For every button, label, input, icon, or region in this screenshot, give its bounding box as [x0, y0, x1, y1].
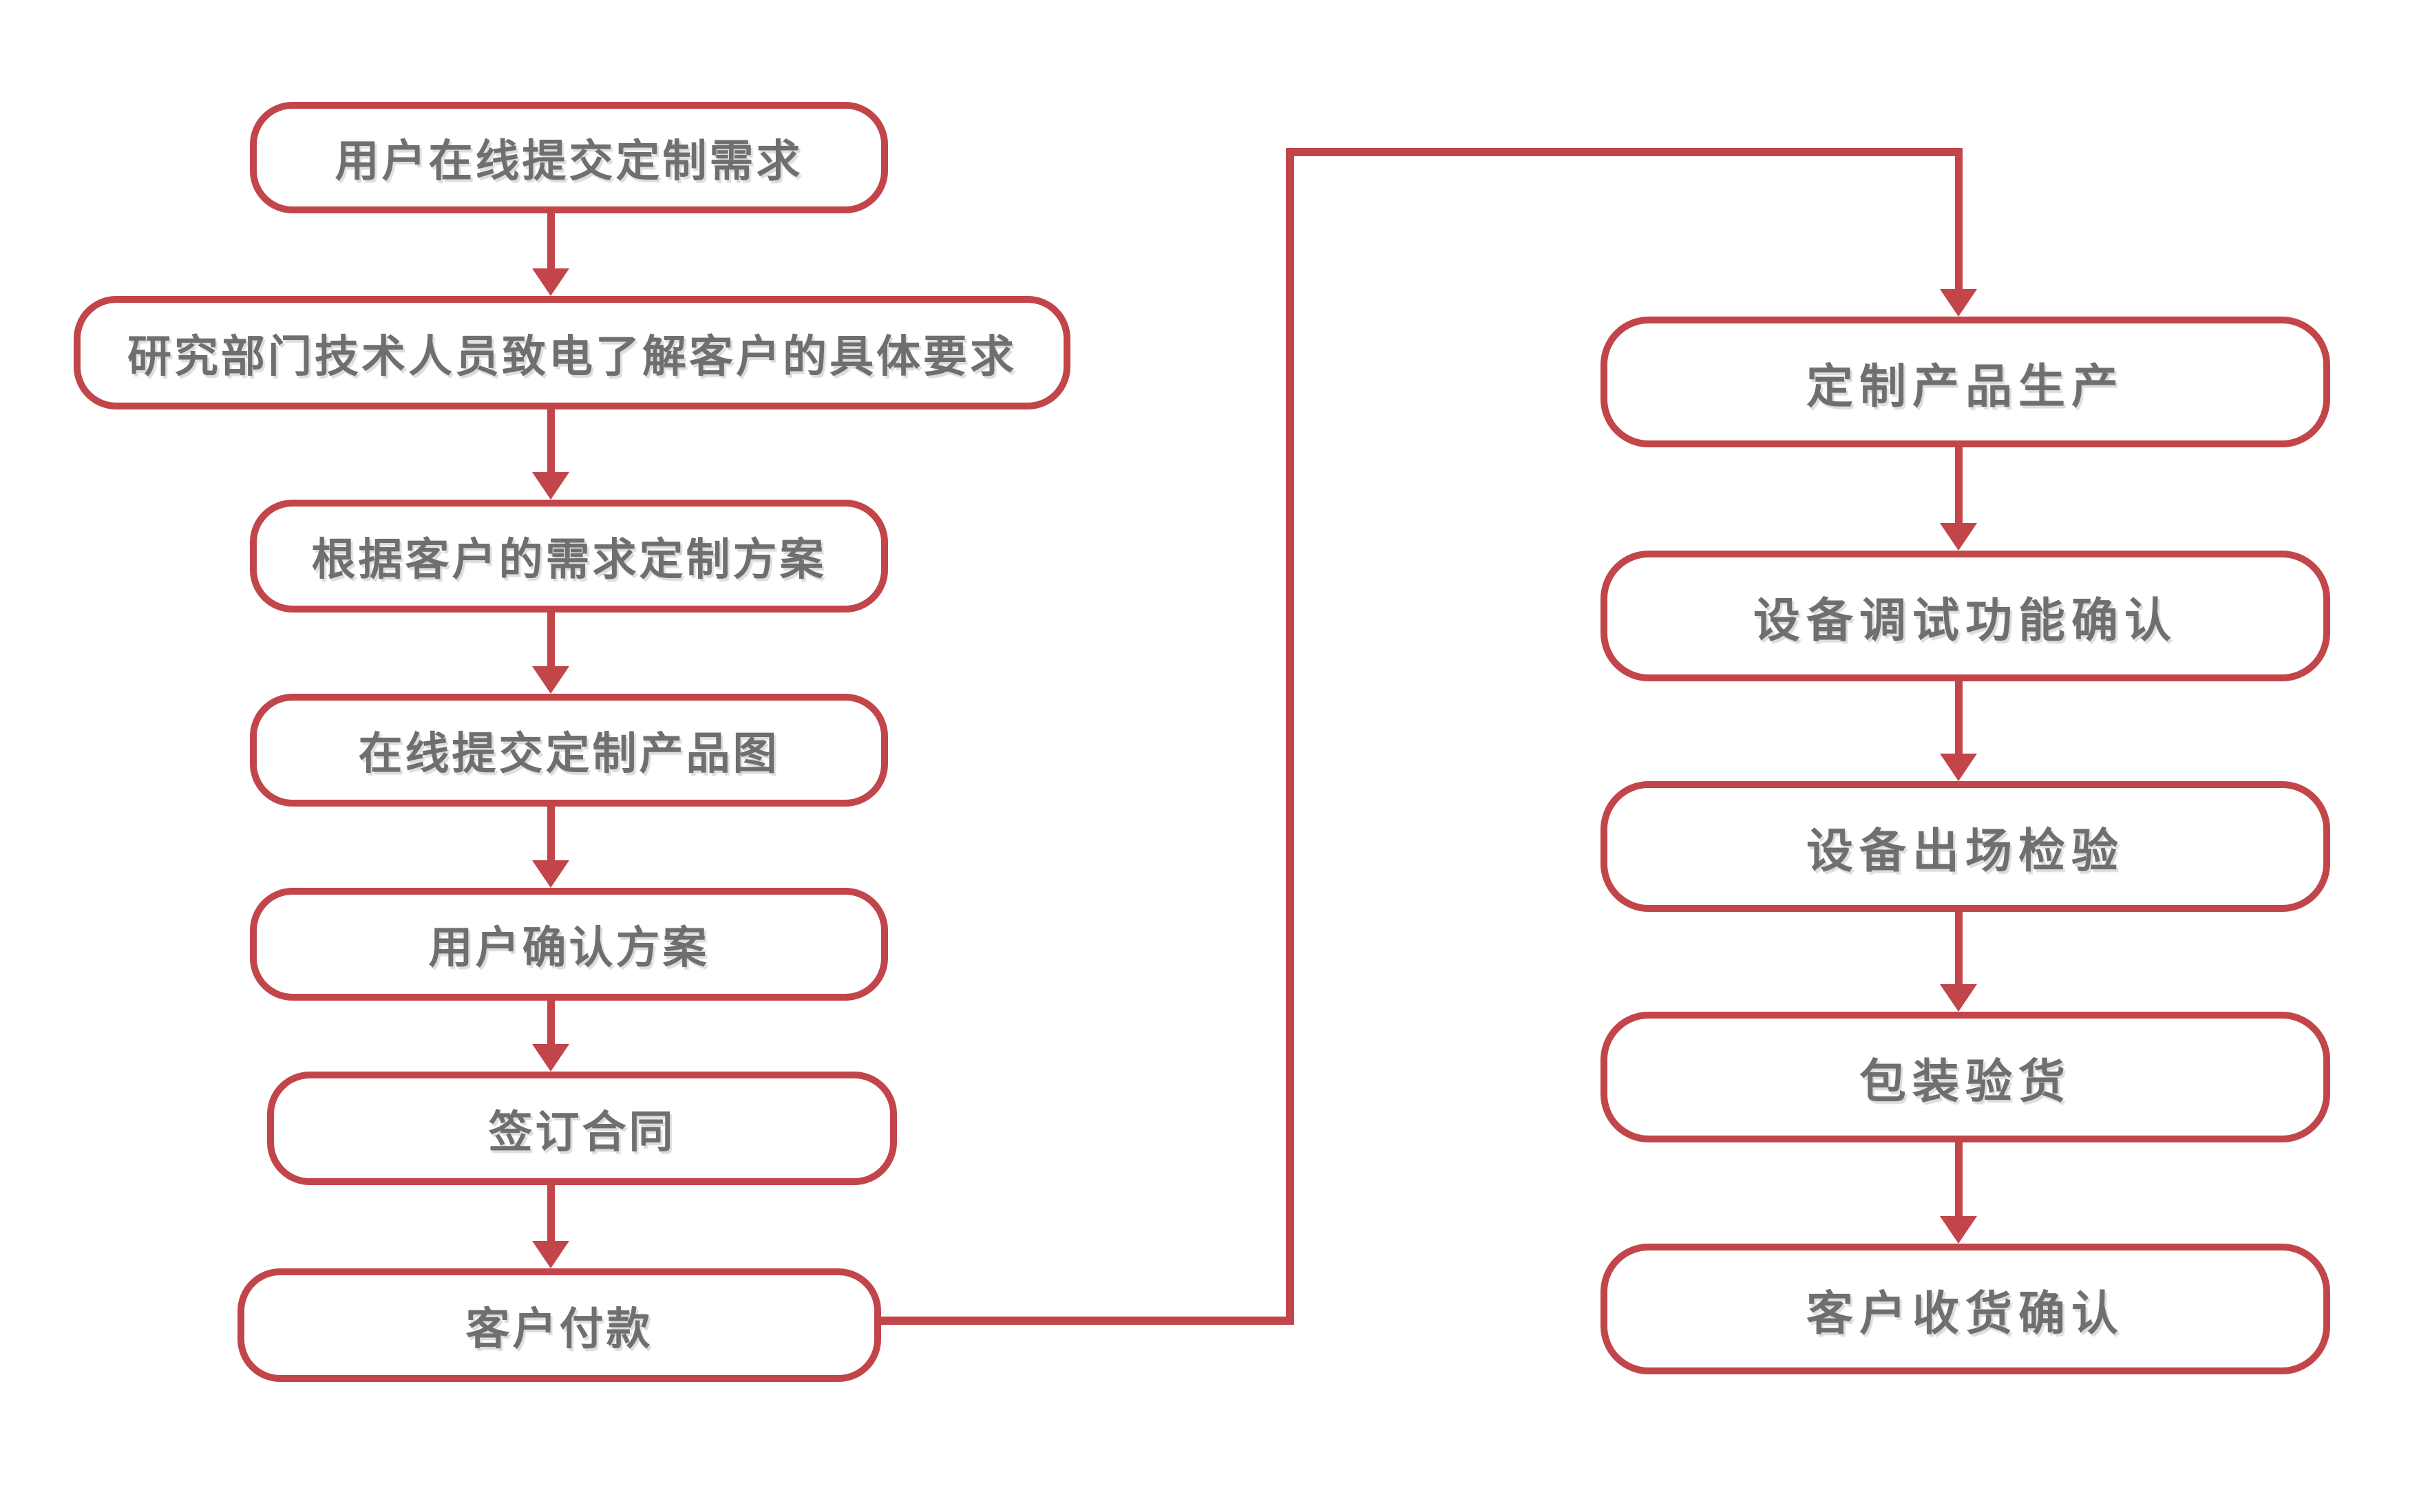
flow-node-packaging-inspection: 包装验货 — [1600, 1012, 2330, 1142]
flow-node-label: 签订合同 — [488, 1107, 676, 1157]
arrow-shaft — [1955, 1141, 1963, 1217]
flow-node-submit-drawing: 在线提交定制产品图 — [250, 694, 888, 807]
arrow-down-icon — [1940, 523, 1977, 551]
flow-node-sign-contract: 签订合同 — [267, 1072, 897, 1185]
arrow-shaft — [1955, 911, 1963, 986]
arrow-shaft — [547, 805, 555, 862]
connector-vertical-segment — [1286, 148, 1294, 1325]
flow-node-custom-plan: 根据客户的需求定制方案 — [250, 500, 888, 613]
flow-node-label: 设备调试功能确认 — [1753, 594, 2177, 647]
flow-node-submit-request: 用户在线提交定制需求 — [250, 102, 888, 213]
flow-node-label: 研究部门技术人员致电了解客户的具体要求 — [127, 331, 1017, 381]
flow-node-receipt-confirm: 客户收货确认 — [1600, 1244, 2330, 1374]
flow-node-label: 在线提交定制产品图 — [358, 729, 780, 778]
flow-node-label: 包装验货 — [1859, 1055, 2071, 1108]
arrow-down-icon — [1940, 289, 1977, 317]
arrow-shaft — [547, 611, 555, 668]
arrow-shaft — [547, 211, 555, 270]
flow-node-payment: 客户付款 — [237, 1268, 881, 1382]
flow-node-tech-call: 研究部门技术人员致电了解客户的具体要求 — [74, 296, 1070, 409]
flow-node-label: 客户收货确认 — [1806, 1287, 2124, 1340]
arrow-shaft — [547, 1184, 555, 1242]
flow-node-label: 根据客户的需求定制方案 — [311, 535, 827, 584]
flow-node-label: 用户在线提交定制需求 — [335, 136, 803, 186]
flow-node-label: 客户付款 — [465, 1303, 653, 1354]
arrow-down-icon — [1940, 984, 1977, 1012]
flow-node-label: 定制产品生产 — [1806, 360, 2124, 413]
arrow-shaft — [1955, 680, 1963, 755]
arrow-down-icon — [532, 1241, 569, 1268]
arrow-shaft — [547, 408, 555, 473]
arrow-down-icon — [1940, 1216, 1977, 1244]
arrow-down-icon — [532, 268, 569, 296]
connector-horizontal-segment — [874, 1317, 1294, 1325]
arrow-down-icon — [532, 472, 569, 500]
flow-node-label: 设备出场检验 — [1806, 824, 2124, 877]
flow-node-confirm-plan: 用户确认方案 — [250, 888, 888, 1001]
arrow-shaft — [1955, 446, 1963, 524]
connector-horizontal-segment — [1286, 148, 1958, 156]
flow-node-label: 用户确认方案 — [428, 923, 710, 972]
arrow-down-icon — [532, 860, 569, 888]
arrow-down-icon — [532, 1044, 569, 1072]
arrow-down-icon — [532, 666, 569, 694]
flow-node-debug-confirm: 设备调试功能确认 — [1600, 551, 2330, 681]
flow-node-production: 定制产品生产 — [1600, 317, 2330, 447]
flow-node-factory-inspection: 设备出场检验 — [1600, 781, 2330, 912]
arrow-shaft — [547, 999, 555, 1045]
arrow-shaft — [1955, 148, 1963, 290]
arrow-down-icon — [1940, 754, 1977, 781]
